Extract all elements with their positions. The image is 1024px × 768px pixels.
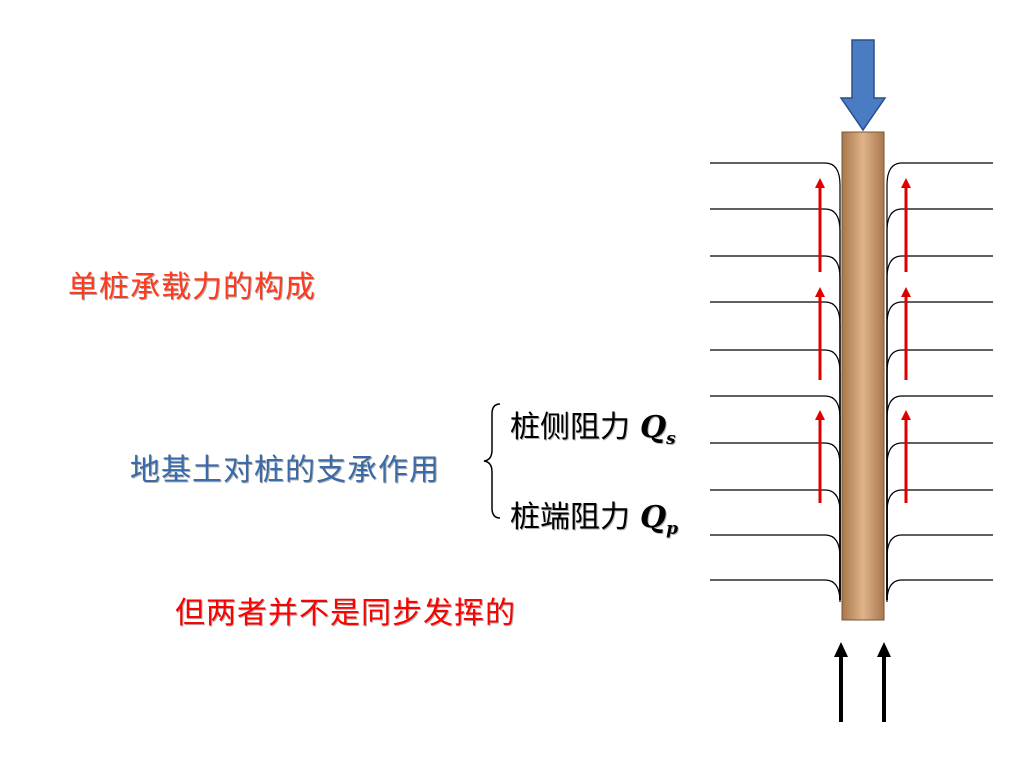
soil-layer-line-right (887, 302, 993, 600)
friction-arrow-icon (815, 410, 825, 503)
tip-reaction-arrow-icon (877, 642, 891, 722)
soil-layer-line-right (887, 396, 993, 600)
friction-arrow-icon (901, 410, 911, 503)
pile-shaft (842, 132, 884, 620)
tip-reaction-arrow-icon (834, 642, 848, 722)
soil-layer-line-left (710, 535, 840, 600)
soil-layer-line-right (887, 350, 993, 600)
friction-arrow-icon (901, 287, 911, 380)
soil-layer-line-right (887, 580, 993, 602)
soil-layer-line-left (710, 580, 840, 602)
soil-layer-line-right (887, 209, 993, 600)
load-arrow-icon (841, 40, 885, 130)
friction-arrow-icon (815, 287, 825, 380)
soil-layer-line-right (887, 256, 993, 600)
soil-layer-line-right (887, 490, 993, 600)
friction-arrow-icon (901, 178, 911, 272)
friction-arrow-icon (815, 178, 825, 272)
soil-layer-line-right (887, 443, 993, 600)
soil-layer-line-right (887, 535, 993, 600)
soil-layer-line-left (710, 490, 840, 600)
